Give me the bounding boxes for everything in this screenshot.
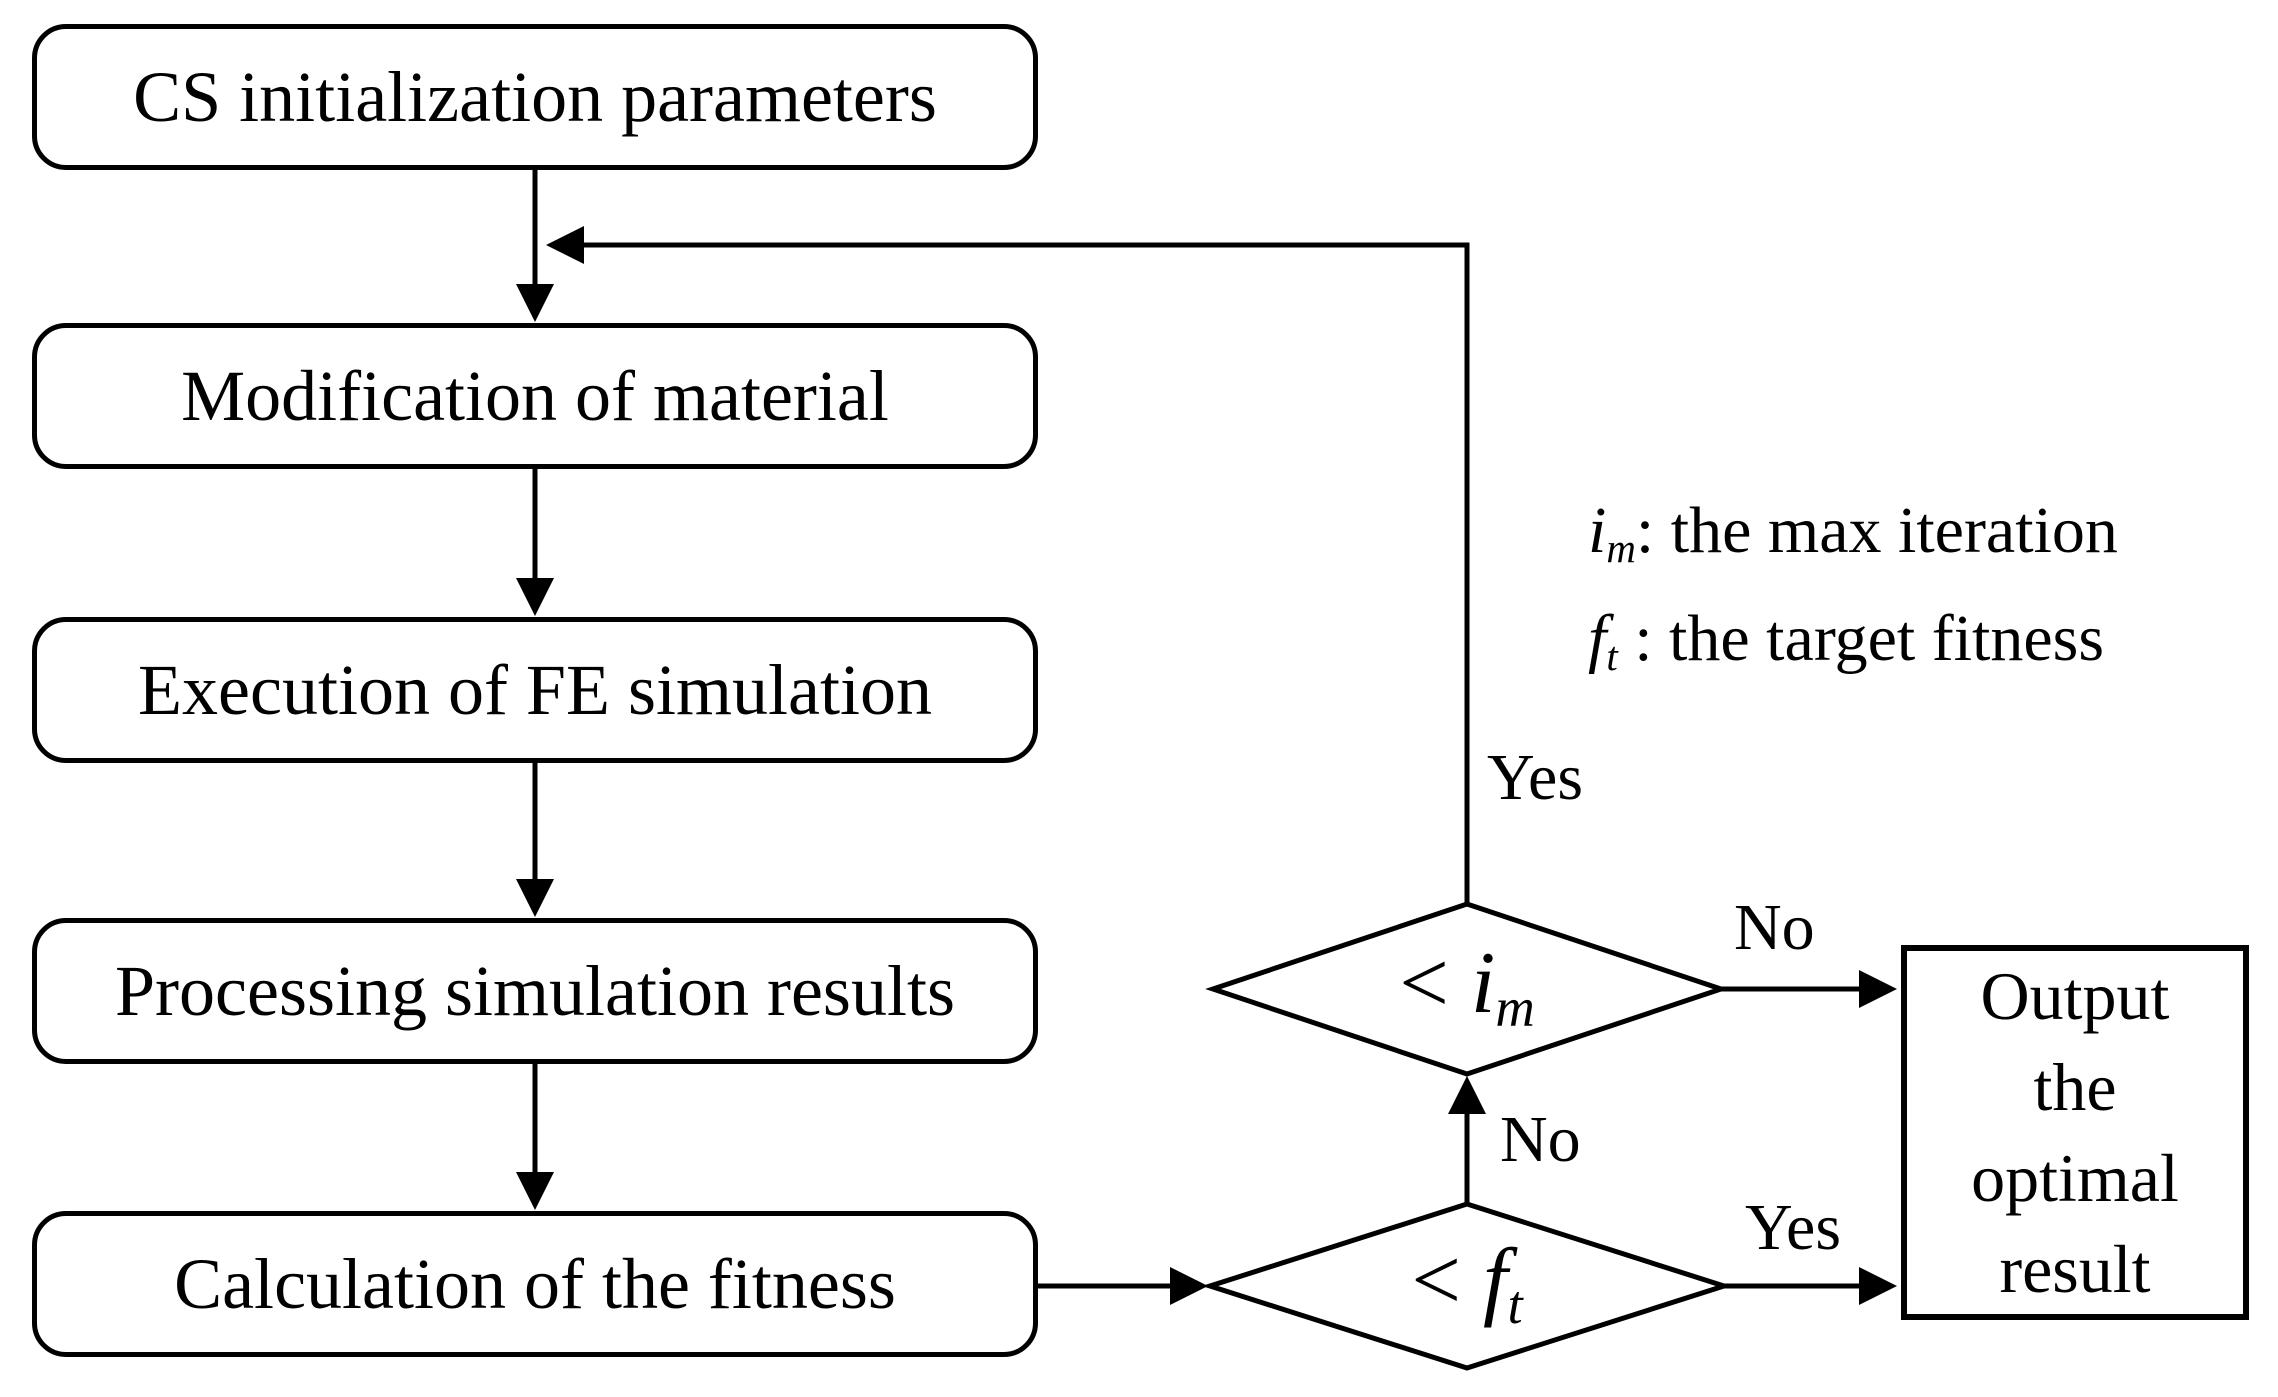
less-than-operator: < [1399,935,1449,1033]
decision-fitness-label: < ft [1411,1230,1522,1336]
less-than-operator: < [1411,1232,1462,1330]
terminal-line: optimal [1971,1139,2179,1216]
edge-label-loop-yes: Yes [1487,741,1584,814]
legend-fitness-subscript: t [1606,634,1618,680]
process-box-cs-initialization: CS initialization parameters [32,24,1038,170]
edge-label-iteration-no: No [1734,891,1815,964]
process-box-fitness-calculation: Calculation of the fitness [32,1211,1038,1357]
arrowhead-box2-box3 [516,578,554,616]
loop-yes-feedback-line [584,242,1470,904]
iteration-subscript: m [1495,976,1535,1038]
terminal-line: Output [1980,957,2170,1034]
process-box-label: Calculation of the fitness [174,1243,896,1324]
arrowhead-fitness-output [1859,1267,1897,1305]
edge-label-between-no: No [1500,1103,1581,1176]
arrowhead-fitness-iteration [1448,1076,1486,1114]
legend-iteration-text: : the max iteration [1635,494,2118,567]
edge-label-fitness-yes: Yes [1745,1191,1842,1264]
process-box-label: Processing simulation results [115,950,955,1031]
legend: im: the max iteration ft : the target fi… [1588,486,2118,702]
terminal-box-output: Output the optimal result [1901,945,2249,1320]
process-box-label: CS initialization parameters [133,56,937,137]
legend-iteration-subscript: m [1606,526,1636,572]
fitness-symbol: f [1483,1232,1508,1330]
terminal-line: result [1999,1230,2151,1307]
legend-line-target-fitness: ft : the target fitness [1588,594,2118,702]
legend-fitness-symbol: f [1588,602,1607,676]
arrowhead-iteration-output [1859,970,1897,1008]
process-box-fe-simulation: Execution of FE simulation [32,617,1038,763]
arrowhead-box4-box5 [516,1172,554,1210]
process-box-processing-results: Processing simulation results [32,918,1038,1064]
process-box-label: Modification of material [181,355,889,436]
legend-line-max-iteration: im: the max iteration [1588,486,2118,594]
legend-fitness-text: : the target fitness [1617,602,2105,676]
decision-iteration-diamond [1205,901,1729,1077]
process-box-modification: Modification of material [32,323,1038,469]
process-box-label: Execution of FE simulation [138,649,932,730]
arrowhead-box1-box2 [516,284,554,322]
fitness-subscript: t [1507,1273,1523,1335]
arrowhead-box3-box4 [516,879,554,917]
decision-fitness-diamond [1201,1201,1733,1371]
terminal-line: the [2033,1048,2117,1125]
legend-iteration-symbol: i [1588,494,1607,567]
arrowhead-feedback-left [546,226,584,264]
arrowhead-box5-fitness [1170,1267,1208,1305]
iteration-symbol: i [1470,935,1496,1033]
decision-iteration-label: < im [1399,933,1535,1039]
